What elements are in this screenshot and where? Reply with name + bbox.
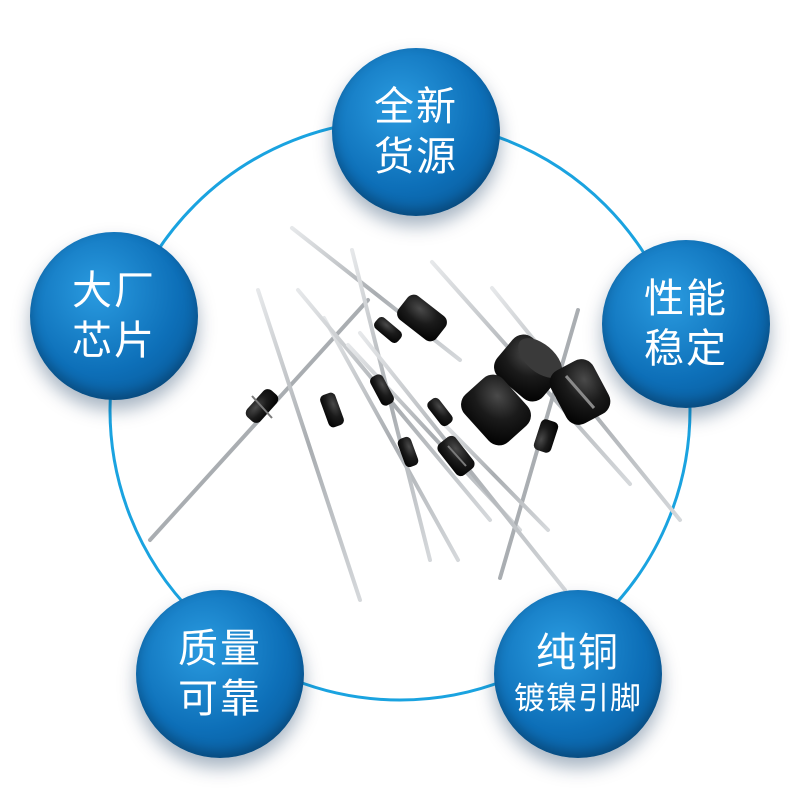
badge-line: 全新 (374, 84, 458, 130)
badge-line: 镀镍引脚 (514, 681, 642, 717)
badge-line: 货源 (374, 134, 458, 180)
badge-line: 质量 (178, 626, 262, 672)
badge-brand-new-stock: 全新 货源 (332, 48, 500, 216)
badge-line: 稳定 (644, 326, 728, 372)
badge-line: 性能 (644, 276, 728, 322)
badge-pure-copper-leads: 纯铜 镀镍引脚 (494, 590, 662, 758)
badge-reliable-quality: 质量 可靠 (136, 590, 304, 758)
badge-line: 大厂 (72, 268, 156, 314)
badge-line: 纯铜 (536, 630, 620, 676)
badge-line: 可靠 (178, 676, 262, 722)
badge-line: 芯片 (72, 318, 156, 364)
badge-major-brand-chip: 大厂 芯片 (30, 232, 198, 400)
large-diodes (251, 294, 611, 467)
badge-stable-performance: 性能 稳定 (602, 240, 770, 408)
